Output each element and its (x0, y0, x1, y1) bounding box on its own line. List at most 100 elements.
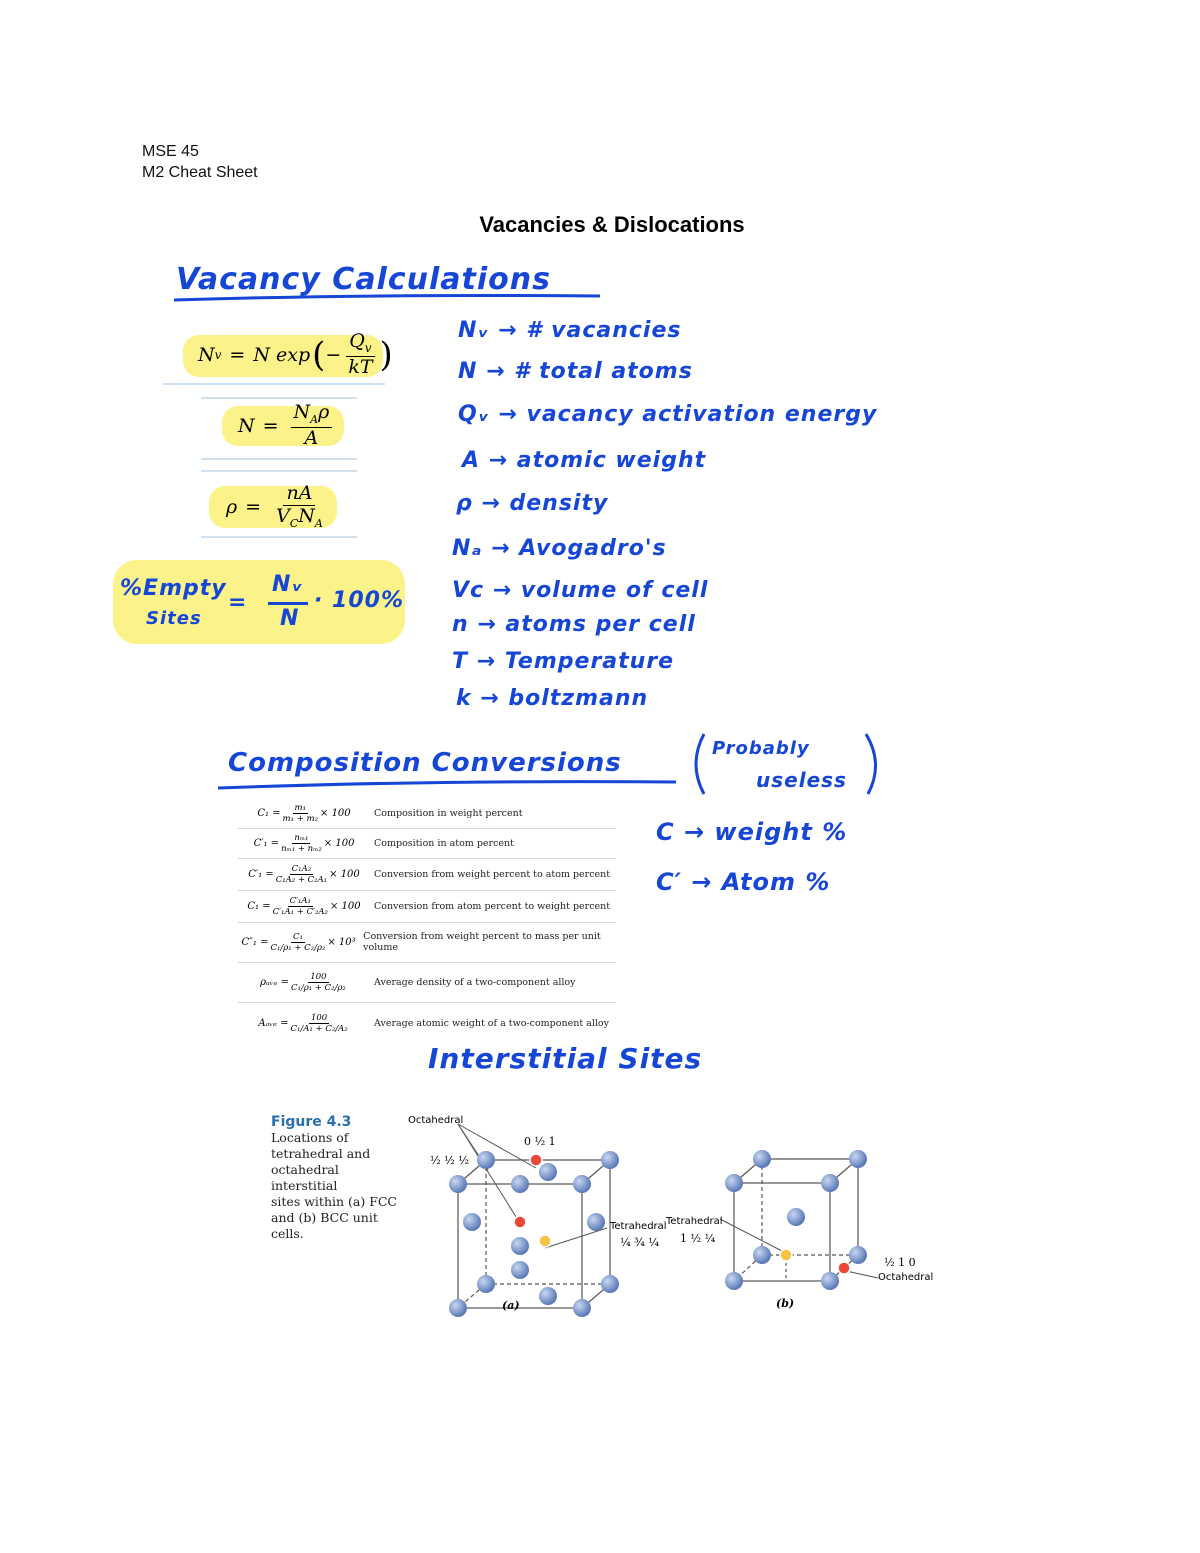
row-desc: Average atomic weight of a two-component… (374, 1017, 609, 1029)
page-title: Vacancies & Dislocations (479, 212, 745, 237)
empty-sites-num: Nᵥ (272, 572, 304, 597)
row-tail: × 100 (323, 837, 355, 849)
eq1-rhs-pre: N exp (253, 344, 311, 366)
bcc-oct-coord: ½ 1 0 (884, 1256, 916, 1269)
row-den: C₁/ρ₁ + C₂/ρ₂ (290, 982, 346, 993)
divider (201, 458, 357, 460)
eq3-den-sub2: A (314, 517, 323, 530)
caption-line: octahedral interstitial (271, 1162, 339, 1193)
empty-sites-label-top: %Empty (120, 576, 227, 601)
eq2-num: N (293, 401, 311, 424)
eq3-den-post: N (298, 505, 315, 528)
fcc-unit-cell-diagram (449, 1123, 619, 1317)
caption-line: and (b) BCC unit (271, 1210, 378, 1225)
eq3-num: nA (283, 483, 316, 507)
figure-caption: Locations of tetrahedral and octahedral … (271, 1130, 401, 1242)
empty-sites-label-bottom: Sites (146, 608, 202, 629)
caption-line: sites within (a) FCC (271, 1194, 397, 1209)
caption-line: tetrahedral and (271, 1146, 371, 1161)
eq3-den-sub: C (289, 517, 299, 530)
fcc-octahedral-label: Octahedral (408, 1115, 464, 1126)
eq2-num-post: ρ (318, 401, 330, 424)
eq1-lhs: N (198, 344, 215, 366)
row-tail: × 10³ (327, 936, 356, 948)
row-desc: Conversion from weight percent to atom p… (374, 868, 611, 880)
composition-heading-underline (217, 780, 677, 790)
definition-item: N → # total atoms (458, 359, 693, 384)
interstitial-heading: Interstitial Sites (428, 1042, 703, 1075)
fcc-tetrahedral-label: Tetrahedral (610, 1221, 667, 1232)
highlight-empty-sites (113, 560, 405, 644)
bcc-tet-coord: 1 ½ ¼ (680, 1232, 716, 1245)
eq2-lhs: N (238, 415, 255, 437)
definition-item: Qᵥ → vacancy activation energy (458, 402, 878, 427)
fcc-label: (a) (502, 1299, 520, 1312)
fcc-center-coord: ½ ½ ½ (430, 1154, 469, 1167)
row-lhs: C″₁ = (241, 936, 269, 948)
row-desc: Composition in weight percent (374, 807, 523, 819)
eq2-den: A (304, 426, 319, 449)
fcc-oct-coord: 0 ½ 1 (524, 1135, 556, 1148)
caption-line: Locations of (271, 1130, 349, 1145)
eq3-den: V (276, 505, 290, 528)
row-num: 100 (308, 971, 329, 983)
row-den: C₁/ρ₁ + C₂/ρ₂ (270, 942, 326, 953)
row-desc: Conversion from atom percent to weight p… (374, 900, 611, 912)
divider (163, 383, 385, 385)
row-num: m₁ (292, 802, 309, 814)
empty-sites-den: N (280, 606, 300, 631)
row-num: nₘ₁ (292, 832, 311, 844)
row-den: C′₁A₁ + C′₂A₂ (272, 906, 328, 917)
legend-weight: C → weight % (656, 818, 848, 846)
empty-sites-fraction-bar (268, 602, 308, 605)
eq1-den: kT (348, 355, 373, 378)
highlight-eq2 (222, 406, 344, 446)
row-den: m₁ + m₂ (282, 813, 319, 824)
row-num: C′₁A₁ (287, 895, 313, 907)
row-desc: Average density of a two-component alloy (374, 976, 576, 988)
row-tail: × 100 (320, 807, 351, 819)
divider (201, 397, 357, 399)
caption-line: cells. (271, 1226, 304, 1241)
definition-item: Vc → volume of cell (452, 578, 709, 603)
row-num: C₁ (290, 931, 305, 943)
bcc-tetrahedral-label: Tetrahedral (666, 1216, 723, 1227)
definition-item: k → boltzmann (456, 686, 649, 711)
fcc-tet-coord: ¼ ¾ ¼ (620, 1236, 659, 1249)
row-tail: × 100 (329, 900, 361, 912)
row-tail: × 100 (329, 868, 360, 880)
row-lhs: Aₐᵥₑ = (258, 1017, 289, 1029)
row-lhs: C′₁ = (248, 868, 274, 880)
row-desc: Composition in atom percent (374, 837, 514, 849)
eq2-num-sub: A (310, 413, 319, 427)
row-desc: Conversion from weight percent to mass p… (363, 931, 601, 953)
course-label: MSE 45 (142, 143, 199, 160)
sheet-label: M2 Cheat Sheet (142, 164, 258, 181)
row-den: C₁A₂ + C₂A₁ (275, 874, 328, 885)
bcc-label: (b) (776, 1297, 795, 1310)
eq1-lhs-sub: v (214, 348, 222, 362)
definition-item: A → atomic weight (462, 448, 707, 473)
note-bottom: useless (756, 768, 847, 792)
empty-sites-suffix: · 100% (314, 588, 404, 613)
row-lhs: C₁ = (247, 900, 271, 912)
row-den: C₁/A₁ + C₂/A₂ (290, 1023, 348, 1034)
bcc-unit-cell-diagram (719, 1150, 879, 1290)
eq1-num-sub: v (364, 341, 372, 356)
note-top: Probably (712, 738, 810, 759)
definition-item: ρ → density (456, 491, 609, 516)
row-den: nₘ₁ + nₘ₂ (281, 843, 322, 854)
row-lhs: ρₐᵥₑ = (260, 976, 289, 988)
vacancy-heading: Vacancy Calculations (176, 262, 551, 297)
note-parentheses (694, 733, 878, 795)
highlight-eq3 (209, 486, 337, 528)
